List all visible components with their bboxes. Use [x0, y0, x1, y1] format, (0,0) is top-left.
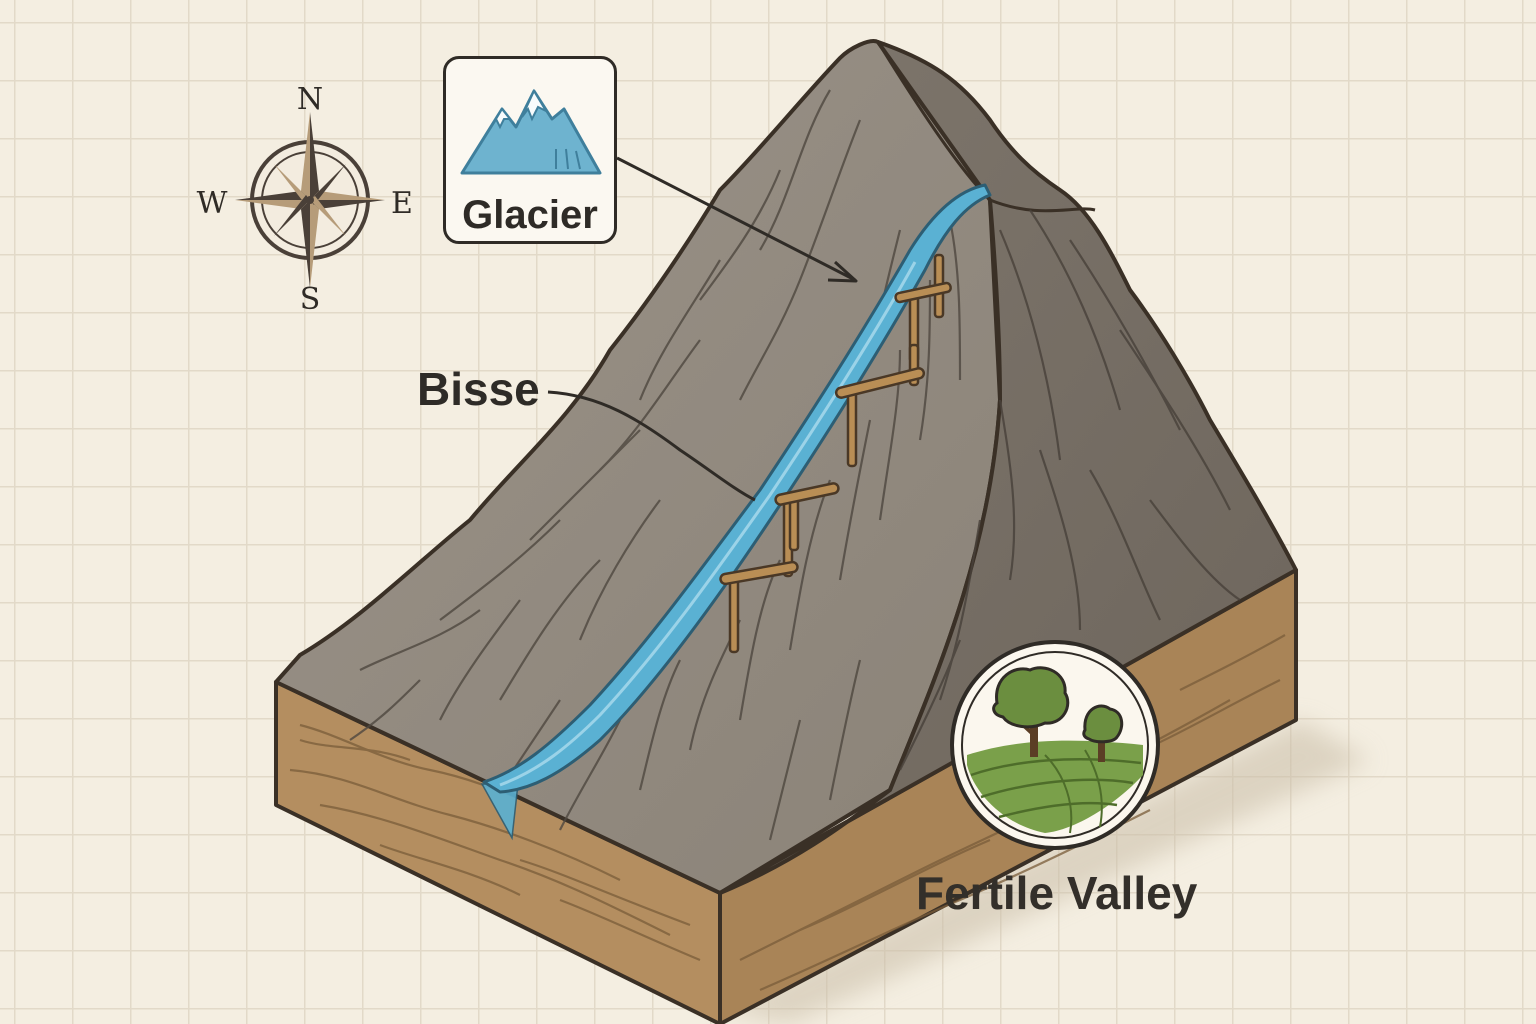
- callouts: [547, 156, 858, 502]
- mountain-glacier-icon: [460, 88, 602, 175]
- compass-rose-icon: [235, 112, 385, 288]
- glacier-arrowhead: [827, 260, 858, 283]
- glacier-label: Glacier: [462, 193, 598, 237]
- compass-north-label: N: [296, 82, 324, 117]
- trees-fields-icon: [950, 640, 1160, 850]
- compass-west-label: W: [196, 186, 228, 221]
- rock-texture-right: [899, 209, 1241, 771]
- support-beam: [719, 560, 799, 586]
- support-beam: [834, 367, 926, 399]
- bisse-callout-line: [547, 390, 756, 502]
- block-shadow: [720, 720, 1370, 1024]
- compass-south-label: S: [299, 282, 321, 317]
- bisse-water: [482, 183, 992, 794]
- bisse-label: Bisse: [417, 363, 540, 415]
- fertile-valley-label: Fertile Valley: [916, 867, 1198, 919]
- bisse-highlight: [499, 261, 917, 787]
- wooden-supports: [719, 253, 952, 654]
- support-beam: [894, 281, 952, 304]
- glacier-callout-arrow: [616, 156, 856, 282]
- mountain-right-face: [718, 40, 1298, 895]
- support-post: [728, 576, 740, 654]
- bisse-channel: [480, 183, 992, 841]
- compass-east-label: E: [391, 186, 413, 221]
- glacier-card: Glacier: [443, 56, 617, 244]
- support-post: [846, 386, 858, 468]
- support-beam: [774, 482, 840, 506]
